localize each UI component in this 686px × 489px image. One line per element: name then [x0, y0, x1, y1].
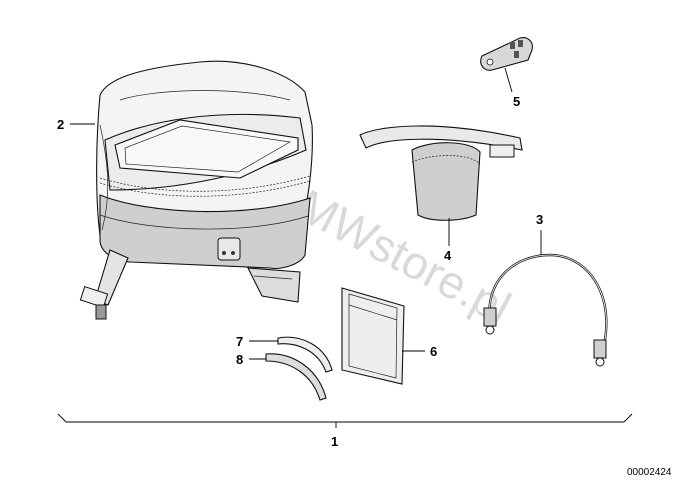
callout-3: 3 — [536, 212, 543, 227]
callout-4: 4 — [444, 248, 452, 263]
callout-6: 6 — [430, 344, 437, 359]
velcro-strips-illustration — [265, 336, 333, 401]
callout-2: 2 — [57, 117, 64, 132]
leader-5 — [504, 67, 513, 93]
key-fob-illustration — [480, 37, 533, 71]
callout-5: 5 — [513, 94, 520, 109]
tank-bag-illustration — [79, 60, 313, 320]
callout-8: 8 — [236, 352, 243, 367]
cable-lock-illustration — [483, 253, 608, 367]
reference-number: 00002424 — [627, 467, 672, 478]
callout-1: 1 — [331, 434, 338, 449]
assembly-bracket — [57, 413, 633, 428]
belt-pouch-illustration — [359, 125, 523, 221]
callout-7: 7 — [236, 334, 243, 349]
document-holder-illustration — [341, 287, 405, 385]
